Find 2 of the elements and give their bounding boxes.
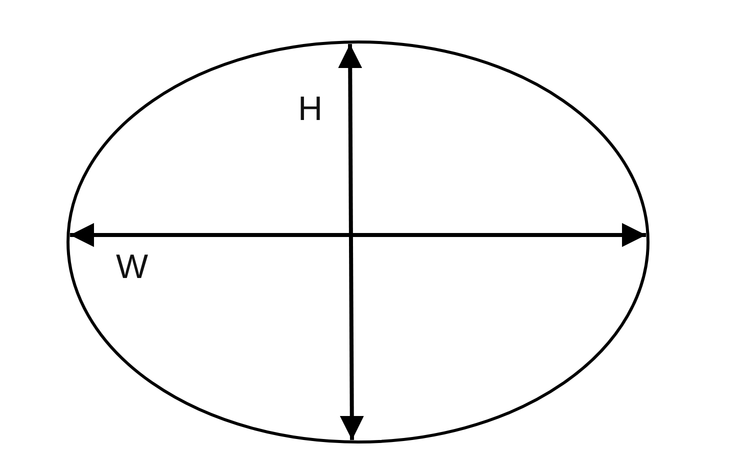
dimension-label: H bbox=[298, 92, 323, 126]
dimension-label: W bbox=[116, 250, 148, 284]
